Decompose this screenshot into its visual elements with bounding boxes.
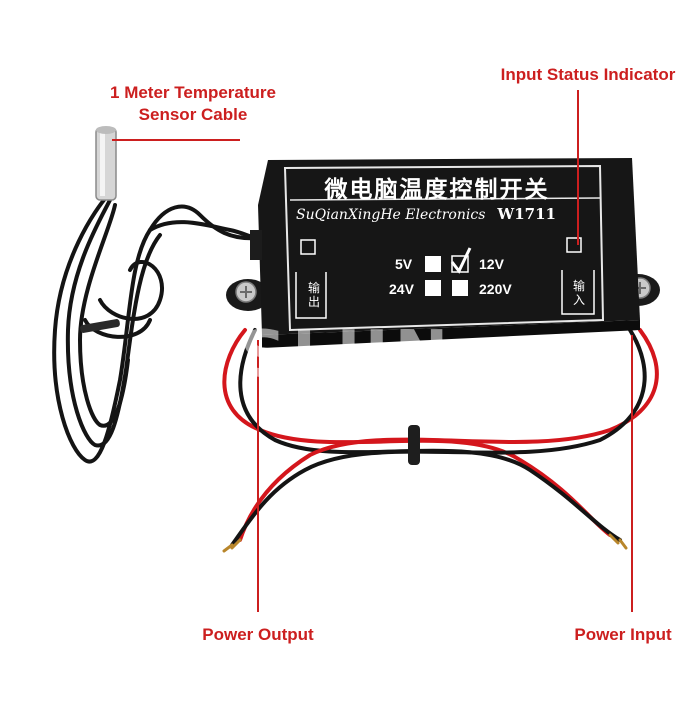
voltage-24v-label: 24V — [389, 281, 414, 297]
input-status-annotation: Input Status Indicator — [500, 65, 676, 84]
output-status-indicator — [300, 239, 316, 255]
annotation-lines — [112, 90, 633, 612]
sensor-cable-annotation-line2: Sensor Cable — [138, 105, 248, 124]
voltage-5v-box — [425, 256, 441, 272]
output-port-label-bottom: 出 — [307, 295, 320, 309]
voltage-12v-label: 12V — [479, 256, 504, 272]
input-port-label-top: 输 — [572, 279, 585, 293]
power-output-annotation: Power Output — [202, 625, 314, 644]
input-status-indicator — [566, 237, 582, 253]
wire-tie — [408, 425, 420, 465]
voltage-220v-box — [452, 280, 468, 296]
device-brand-line: SuQianXingHe Electronics W1711 — [296, 205, 596, 225]
sensor-cable — [52, 193, 264, 464]
output-port-label-top: 输 — [307, 281, 320, 295]
output-port-bracket — [295, 272, 327, 319]
sensor-cable-annotation-line1: 1 Meter Temperature — [110, 83, 276, 102]
device-model: W1711 — [497, 205, 556, 223]
controller-box — [250, 158, 640, 348]
voltage-5v-label: 5V — [395, 256, 413, 272]
device-title: 微电脑温度控制开关 — [324, 177, 550, 203]
power-wires — [222, 328, 659, 553]
metal-probe — [95, 126, 117, 201]
check-mark-icon — [450, 247, 472, 274]
device-brand: SuQianXingHe Electronics — [296, 207, 486, 223]
input-port-label-bottom: 入 — [572, 293, 585, 307]
power-input-annotation: Power Input — [574, 625, 672, 644]
voltage-24v-box — [425, 280, 441, 296]
voltage-220v-label: 220V — [479, 281, 512, 297]
input-port-label: 输 入 — [569, 279, 589, 307]
watermark: SLUN — [240, 318, 455, 392]
output-port-label: 输 出 — [304, 281, 324, 309]
input-port-bracket — [561, 270, 595, 315]
sensor-cable-annotation: 1 Meter Temperature Sensor Cable — [88, 82, 298, 126]
cable-tie — [80, 319, 120, 333]
